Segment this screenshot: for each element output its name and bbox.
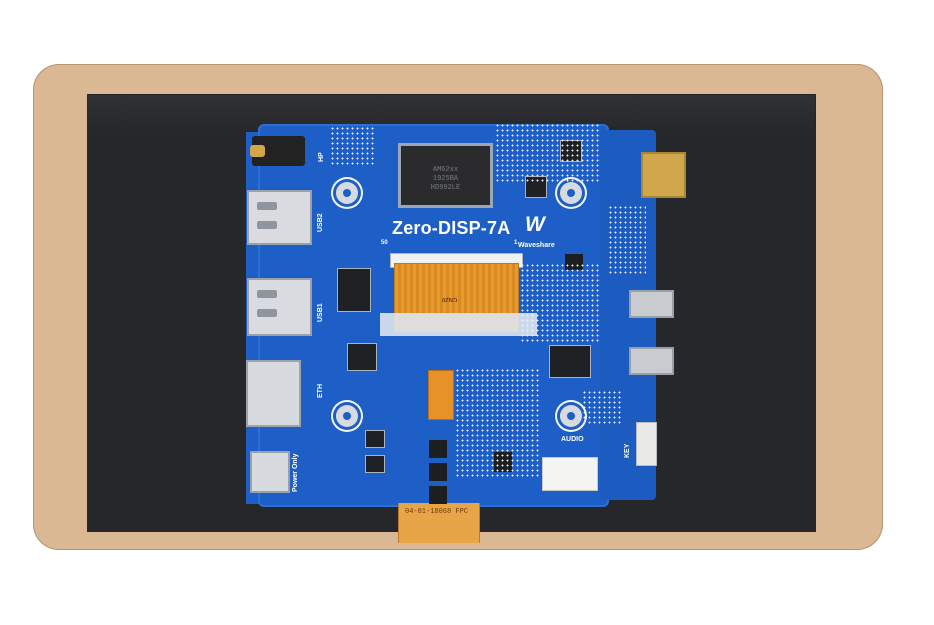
audio-connector [542, 457, 598, 491]
key-label: KEY [624, 443, 631, 458]
usb2-port [247, 190, 312, 245]
chip-marking: AM62xx 1925BA HD992LE [401, 166, 490, 193]
lcd-flex-cable: 04-01-18068 FPC [398, 503, 480, 543]
component-grid-d [455, 368, 540, 478]
inductor-1 [429, 440, 447, 458]
mini-hdmi-port [641, 152, 686, 198]
chip-line-3: HD992LE [430, 184, 461, 192]
mount-hole-top-right-icon [560, 182, 582, 204]
pin-50-label: 50 [381, 240, 388, 246]
component-grid-c [520, 263, 600, 343]
driver-chip [365, 455, 385, 473]
usb-c-power-port [250, 451, 290, 493]
component-grid-b [495, 123, 600, 183]
logic-chip [549, 345, 591, 378]
touch-flex-cable [428, 370, 454, 420]
component-grid-e [608, 205, 646, 275]
micro-usb-port-bottom [629, 347, 674, 375]
cn20-label: CN20 [442, 296, 458, 302]
board-title: Zero-DISP-7A [392, 218, 511, 238]
brand-label: Waveshare [518, 242, 555, 249]
regulator-chip [365, 430, 385, 448]
waveshare-logo-icon: W [525, 213, 545, 236]
fpc-code-label: 04-01-18068 FPC [405, 508, 469, 516]
hp-label: HP [318, 152, 325, 162]
power-chip [347, 343, 377, 371]
mount-hole-bottom-left-icon [336, 405, 358, 427]
mount-hole-bottom-right-icon [560, 405, 582, 427]
inductor-3 [429, 486, 447, 504]
headphone-jack [250, 136, 305, 166]
component-grid-a [330, 126, 375, 166]
pin-1-label: 1 [514, 240, 518, 246]
component-grid-f [582, 390, 622, 425]
usb-hub-chip [337, 268, 371, 312]
mount-hole-top-left-icon [336, 182, 358, 204]
inductor-2 [429, 463, 447, 481]
usb1-port [247, 278, 312, 336]
main-processor-chip: AM62xx 1925BA HD992LE [398, 143, 493, 208]
board-cutout-window [380, 313, 537, 336]
eth-label: ETH [317, 384, 324, 398]
micro-usb-port-top [629, 290, 674, 318]
chip-line-1: AM62xx [432, 166, 459, 174]
audio-label: AUDIO [561, 436, 584, 443]
usb2-label: USB2 [317, 213, 324, 232]
ethernet-port [246, 360, 301, 427]
power-only-label: Power Only [292, 453, 299, 492]
key-connector [636, 422, 657, 466]
chip-line-2: 1925BA [432, 175, 459, 183]
usb1-label: USB1 [317, 303, 324, 322]
